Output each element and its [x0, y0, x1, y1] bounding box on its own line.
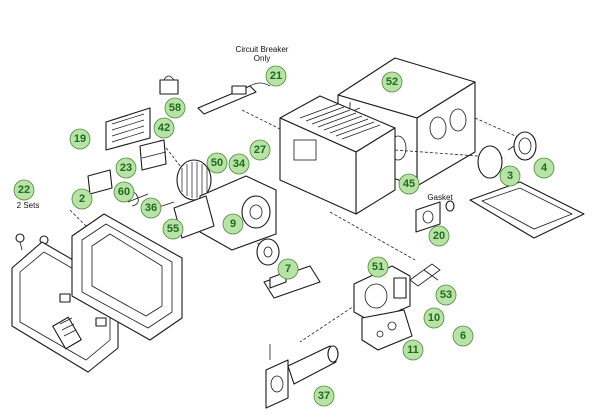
callout-3: 3	[499, 165, 521, 187]
svg-text:4: 4	[541, 162, 548, 174]
svg-text:45: 45	[403, 178, 415, 190]
callout-50: 50	[206, 152, 228, 174]
callout-19: 19	[69, 128, 91, 150]
assembly-leader-lines	[69, 109, 521, 343]
svg-text:51: 51	[372, 261, 384, 273]
svg-text:37: 37	[318, 390, 330, 402]
callout-58: 58	[164, 97, 186, 119]
callout-27: 27	[249, 139, 271, 161]
callout-23: 23	[115, 157, 137, 179]
gasket-note: Gasket	[427, 193, 453, 202]
callout-36: 36	[140, 197, 162, 219]
svg-text:27: 27	[254, 144, 266, 156]
callout-55: 55	[162, 218, 184, 240]
control-board	[105, 107, 151, 151]
svg-text:20: 20	[433, 230, 445, 242]
circuit-breaker-bracket	[197, 82, 271, 115]
circuit-breaker-note-line2: Only	[254, 54, 270, 63]
svg-text:42: 42	[158, 122, 170, 134]
callout-52: 52	[381, 71, 403, 93]
svg-text:19: 19	[74, 133, 86, 145]
svg-text:50: 50	[211, 157, 223, 169]
blower-assembly	[173, 159, 277, 251]
callout-4: 4	[533, 157, 555, 179]
wheel-part	[256, 238, 280, 266]
svg-text:36: 36	[145, 202, 157, 214]
callout-60: 60	[113, 181, 135, 203]
sets-note: 2 Sets	[17, 201, 40, 210]
circuit-breaker-note-line1: Circuit Breaker	[236, 45, 289, 54]
callout-53: 53	[435, 284, 457, 306]
callout-51: 51	[367, 256, 389, 278]
callout-22: 22	[13, 179, 35, 201]
callout-34: 34	[228, 153, 250, 175]
callout-7: 7	[277, 258, 299, 280]
svg-text:9: 9	[230, 218, 236, 230]
svg-text:60: 60	[118, 186, 130, 198]
callout-10: 10	[423, 307, 445, 329]
relay-part	[139, 139, 167, 171]
svg-text:2: 2	[79, 193, 85, 205]
exhaust-ring	[477, 145, 503, 179]
svg-text:21: 21	[270, 70, 282, 82]
svg-text:6: 6	[460, 330, 466, 342]
callout-37: 37	[313, 385, 335, 407]
door-frame	[469, 181, 585, 239]
panel-gasket-frame	[59, 213, 183, 341]
gasket-part	[415, 200, 455, 233]
svg-text:52: 52	[386, 76, 398, 88]
callout-11: 11	[402, 339, 424, 361]
svg-text:58: 58	[169, 102, 181, 114]
callout-21: 21	[265, 65, 287, 87]
callout-9: 9	[222, 213, 244, 235]
svg-text:34: 34	[233, 158, 246, 170]
svg-text:10: 10	[428, 312, 440, 324]
switch-part	[159, 75, 179, 95]
svg-text:53: 53	[440, 289, 452, 301]
callout-2: 2	[71, 188, 93, 210]
svg-text:3: 3	[507, 170, 513, 182]
exhaust-cap	[507, 131, 537, 161]
chamber-housing	[279, 95, 396, 215]
callout-45: 45	[398, 173, 420, 195]
svg-text:23: 23	[120, 162, 132, 174]
svg-text:22: 22	[18, 184, 30, 196]
gas-valve-assembly	[353, 263, 441, 351]
callout-20: 20	[428, 225, 450, 247]
callout-6: 6	[452, 325, 474, 347]
burner-tube	[265, 344, 339, 409]
svg-text:7: 7	[285, 263, 291, 275]
svg-text:11: 11	[407, 344, 419, 356]
callout-42: 42	[153, 117, 175, 139]
svg-text:55: 55	[167, 223, 179, 235]
